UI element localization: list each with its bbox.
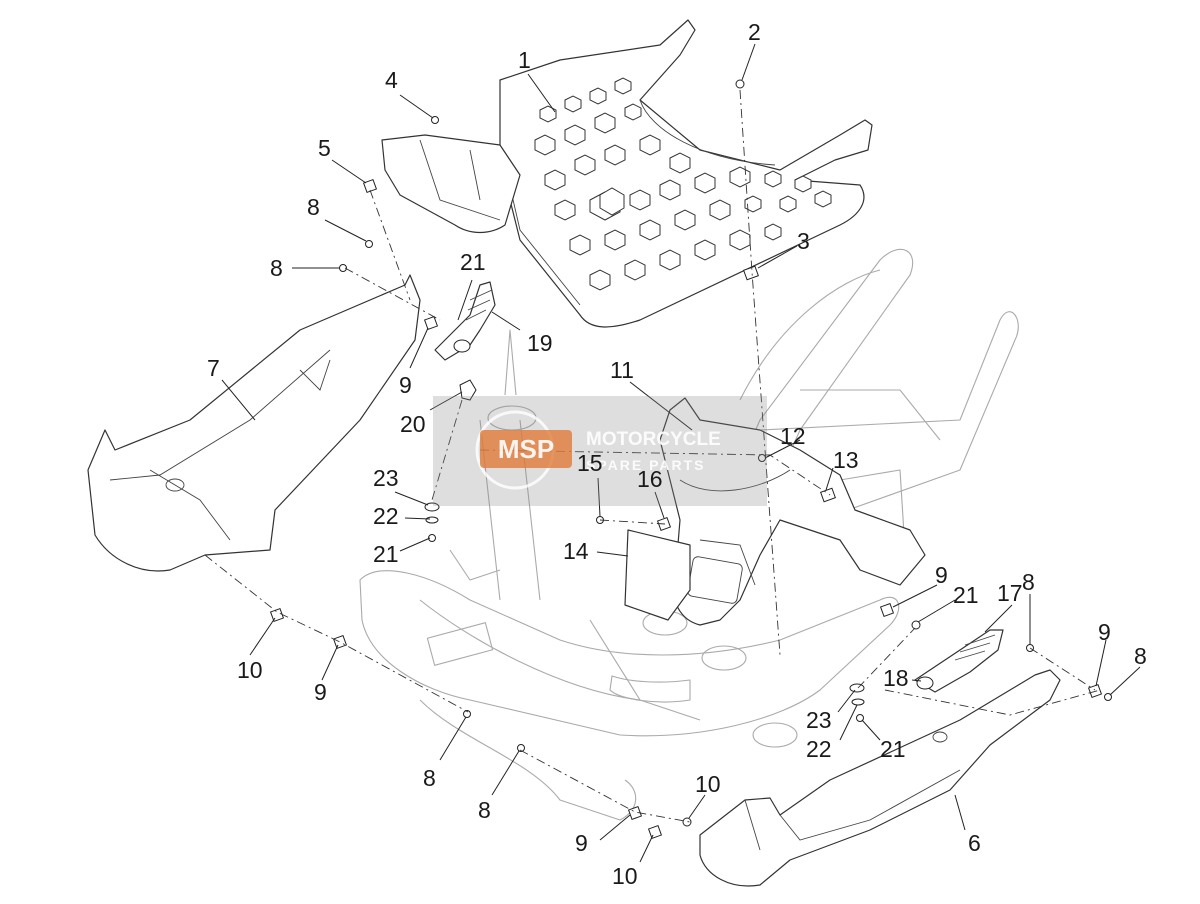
callout-16: 16	[637, 466, 663, 492]
callout-11: 11	[610, 357, 634, 383]
callout-13: 13	[833, 447, 859, 473]
part-17-right-footrest	[914, 629, 1004, 693]
callout-18: 18	[883, 665, 909, 691]
callout-10: 10	[695, 771, 721, 797]
callout-20: 20	[400, 411, 426, 437]
callout-23: 23	[806, 707, 832, 733]
mat-hex-pattern	[534, 77, 832, 291]
callout-19: 19	[527, 330, 553, 356]
callout-2: 2	[748, 19, 761, 45]
callout-9: 9	[1098, 619, 1111, 645]
callout-22: 22	[373, 503, 399, 529]
callout-21: 21	[880, 736, 906, 762]
callout-8: 8	[307, 194, 320, 220]
part-1-footrest-mat	[499, 19, 873, 328]
callout-21: 21	[953, 582, 979, 608]
part-19-left-footrest	[434, 281, 496, 361]
part-6-right-side-cover	[699, 669, 1061, 887]
watermark-line1: MOTORCYCLE	[586, 429, 721, 450]
callout-17: 17	[997, 580, 1023, 606]
fasteners	[269, 79, 1112, 840]
part-7-left-side-cover	[87, 274, 421, 572]
callout-9: 9	[575, 830, 588, 856]
part-14-panel	[624, 529, 691, 621]
callout-3: 3	[797, 228, 810, 254]
callout-4: 4	[385, 67, 398, 93]
callout-8: 8	[478, 797, 491, 823]
callout-22: 22	[806, 736, 832, 762]
callout-7: 7	[207, 355, 220, 381]
left-upper-bracket	[381, 134, 521, 234]
callout-21: 21	[373, 541, 399, 567]
callout-15: 15	[577, 450, 603, 476]
callout-9: 9	[314, 679, 327, 705]
callout-21: 21	[460, 249, 486, 275]
callout-12: 12	[780, 423, 806, 449]
callout-8: 8	[1134, 643, 1147, 669]
callout-8: 8	[423, 765, 436, 791]
watermark-brand: MSP	[498, 434, 554, 464]
callout-9: 9	[399, 372, 412, 398]
callout-23: 23	[373, 465, 399, 491]
leader-lines	[221, 43, 1141, 863]
callout-6: 6	[968, 830, 981, 856]
callout-5: 5	[318, 135, 331, 161]
callout-14: 14	[563, 538, 589, 564]
part-20-rubber-mount	[459, 379, 477, 401]
callout-10: 10	[612, 863, 638, 889]
callout-9: 9	[935, 562, 948, 588]
callout-8: 8	[1022, 569, 1035, 595]
callout-8: 8	[270, 255, 283, 281]
callout-1: 1	[518, 47, 531, 73]
callout-labels: 1 2 3 4 5 8 8 7 21 19 9 20 11 12 13 23 2…	[207, 19, 1147, 889]
callout-10: 10	[237, 657, 263, 683]
watermark-line2: SPARE PARTS	[586, 457, 706, 473]
watermark: MSP MOTORCYCLE SPARE PARTS	[433, 396, 767, 506]
